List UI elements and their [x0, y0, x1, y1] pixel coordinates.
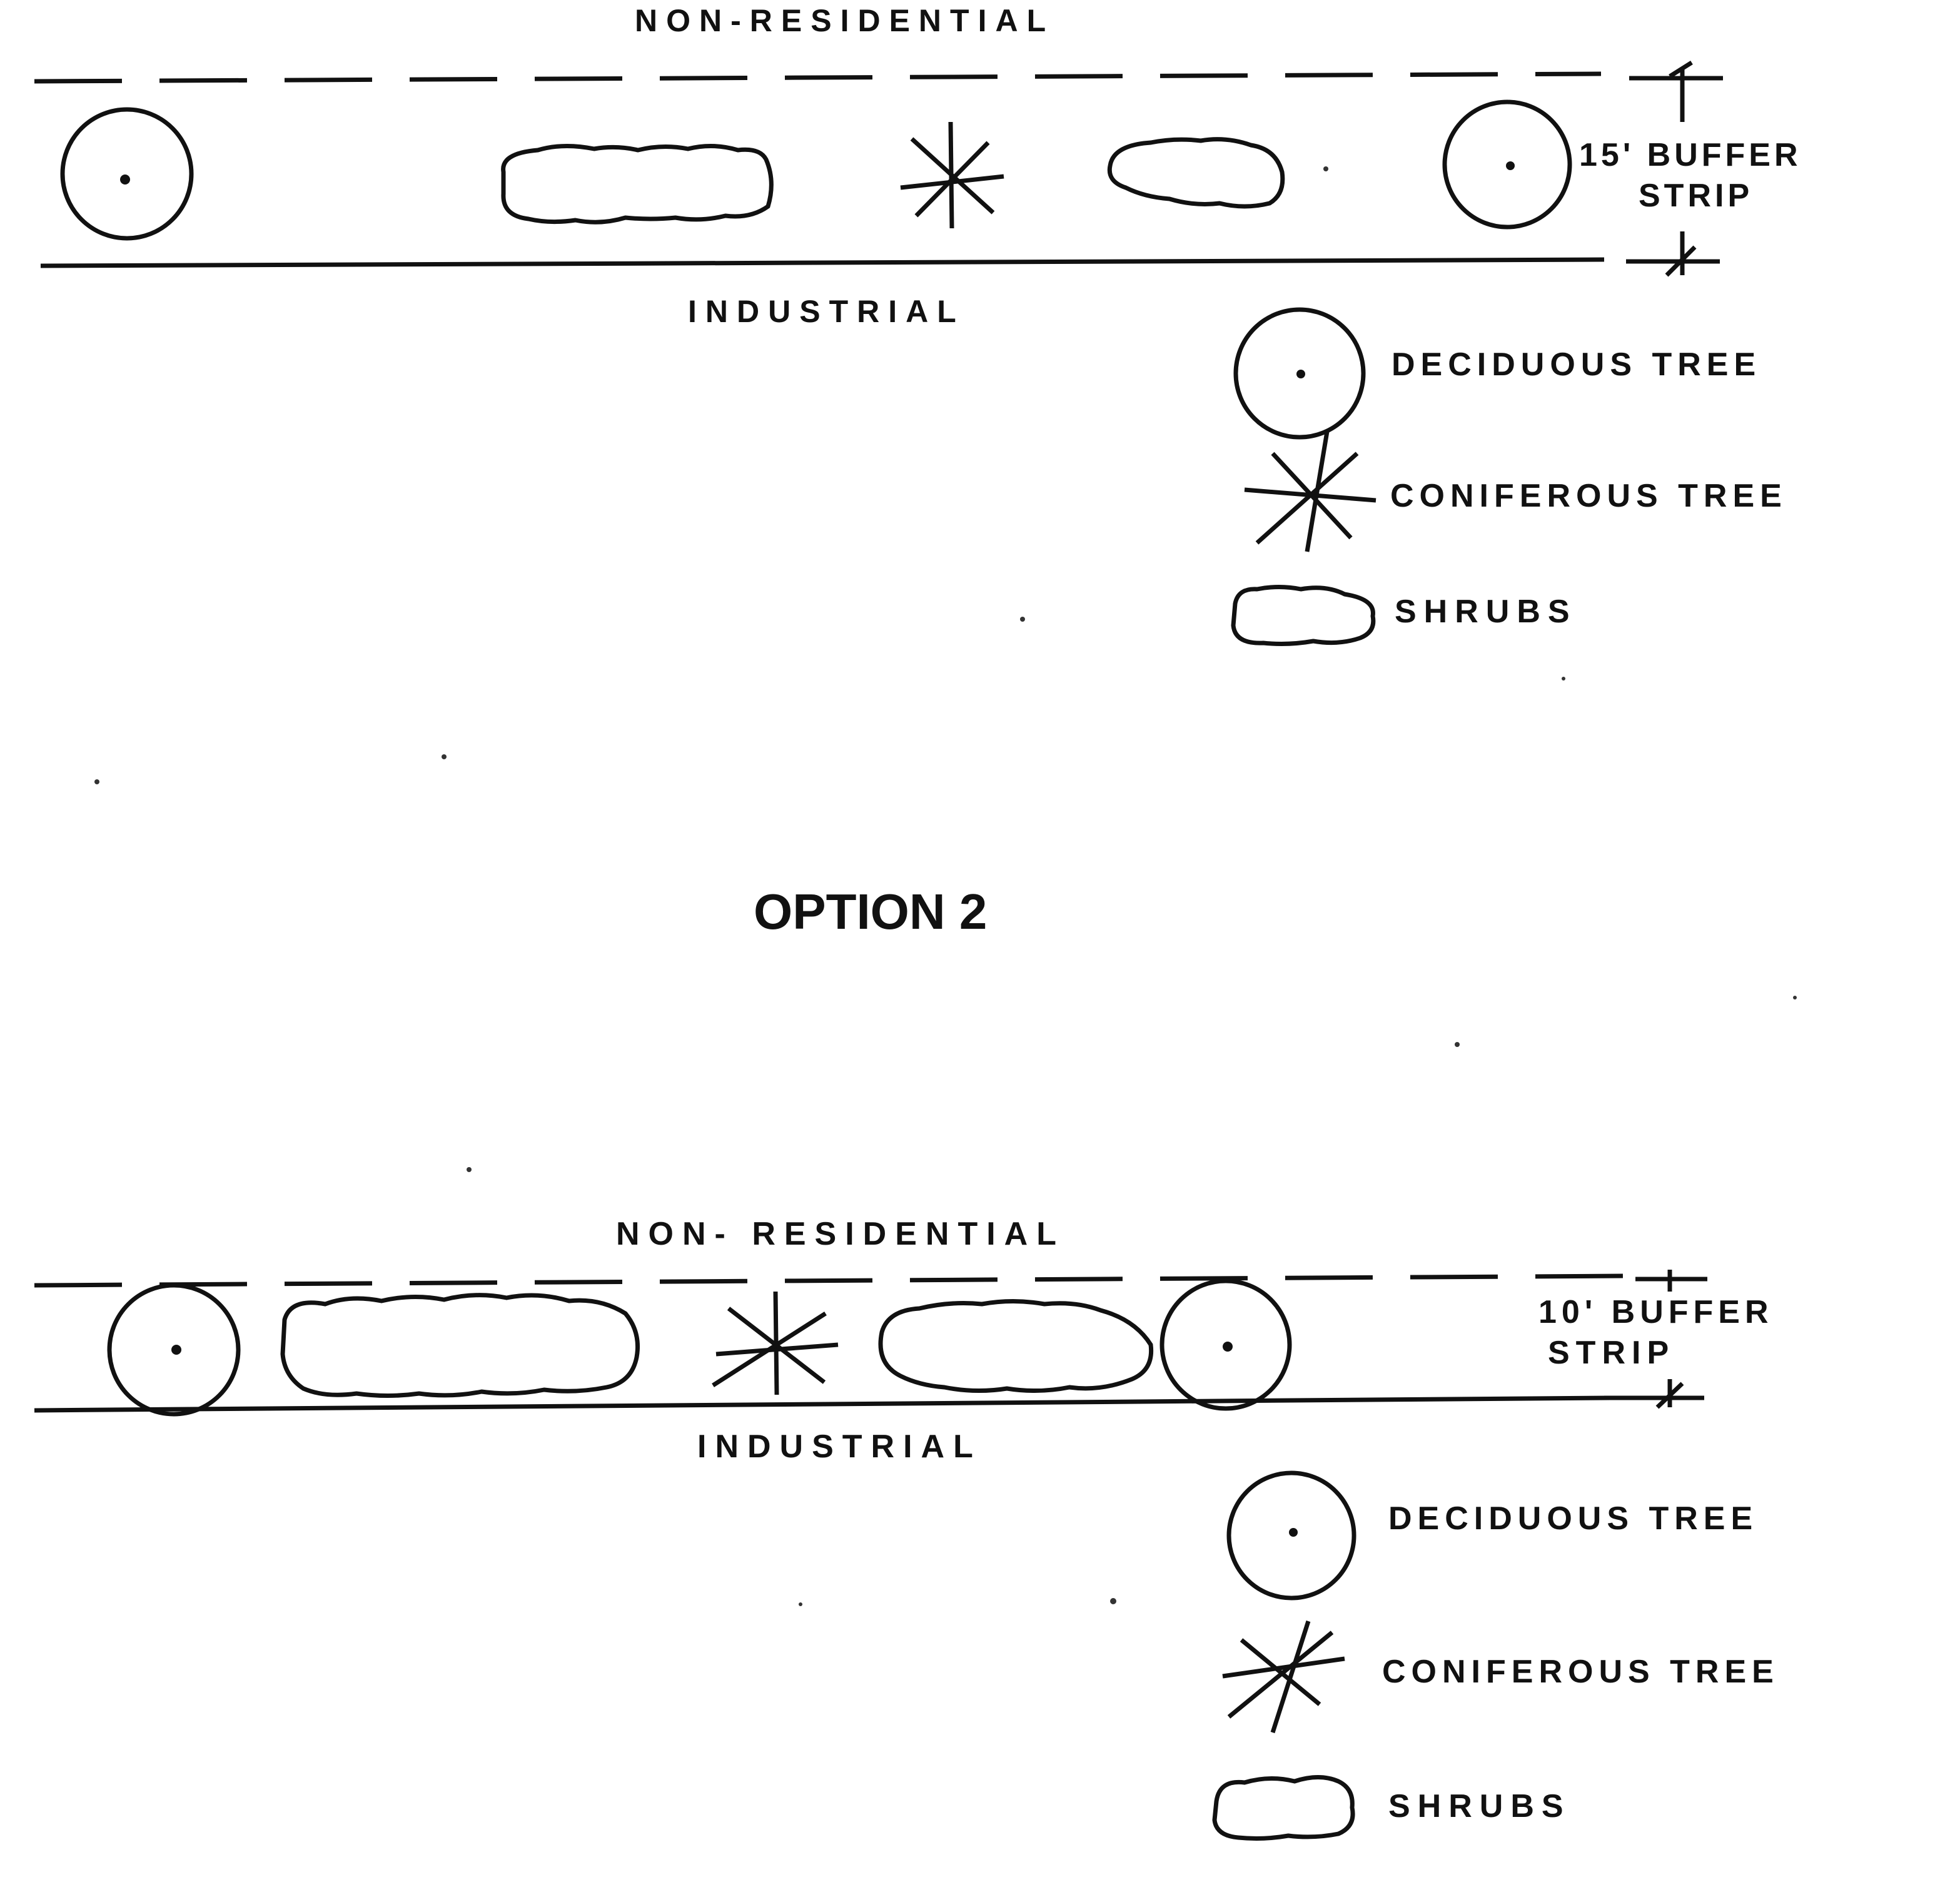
option1-buffer-label-line2: STRIP: [1639, 178, 1753, 214]
legend2-coniferous-label: CONIFEROUS TREE: [1382, 1654, 1779, 1690]
legend1-shrubs-label: SHRUBS: [1395, 594, 1577, 630]
option2-deciduous-tree-left: [107, 1283, 241, 1417]
option2-top-boundary-line: [34, 1273, 1627, 1288]
legend1-shrub-icon: [1231, 585, 1376, 646]
option2-bottom-label: INDUSTRIAL: [697, 1429, 982, 1465]
option1-buffer-dimension-marker: [1626, 61, 1723, 277]
legend1-deciduous-tree-icon: [1233, 307, 1366, 440]
option2-deciduous-tree-right: [1159, 1278, 1292, 1411]
option1-coniferous-tree: [900, 121, 1004, 229]
legend2-deciduous-tree-icon: [1226, 1470, 1356, 1601]
legend2-coniferous-tree-icon: [1222, 1620, 1345, 1734]
option2-shrub-left: [280, 1293, 640, 1398]
legend2-deciduous-label: DECIDUOUS TREE: [1388, 1500, 1758, 1537]
option2-coniferous-tree: [712, 1291, 839, 1395]
legend-2: DECIDUOUS TREE CONIFEROUS TREE SHRUBS: [1212, 1470, 1779, 1841]
option1-top-boundary-line: [34, 71, 1602, 84]
legend2-shrub-icon: [1212, 1775, 1355, 1841]
option1-strip: NON-RESIDENTIAL 15' BUFFER: [34, 3, 1802, 329]
legend2-shrubs-label: SHRUBS: [1388, 1788, 1571, 1824]
legend1-deciduous-label: DECIDUOUS TREE: [1392, 347, 1761, 383]
option1-deciduous-tree-left: [60, 107, 194, 241]
option1-deciduous-tree-right: [1442, 99, 1572, 230]
option2-bottom-boundary-line: [34, 1395, 1611, 1413]
option2-buffer-label-line2: STRIP: [1548, 1335, 1675, 1371]
option1-bottom-label: INDUSTRIAL: [688, 294, 965, 329]
option1-shrub-left: [501, 144, 774, 225]
option2-buffer-dimension-marker: [1604, 1270, 1707, 1409]
legend1-coniferous-tree-icon: [1244, 431, 1377, 552]
option1-shrub-right: [1107, 137, 1285, 209]
option2-heading: OPTION 2: [754, 884, 987, 939]
option1-buffer-label-line1: 15' BUFFER: [1579, 137, 1802, 173]
option2-buffer-label-line1: 10' BUFFER: [1538, 1294, 1774, 1330]
option2-shrub-right: [878, 1299, 1154, 1394]
option2-top-label: NON- RESIDENTIAL: [616, 1216, 1065, 1252]
option1-bottom-boundary-line: [40, 257, 1605, 268]
scan-speckles: [94, 166, 1797, 1606]
legend1-coniferous-label: CONIFEROUS TREE: [1390, 478, 1787, 514]
legend-1: DECIDUOUS TREE CONIFEROUS TREE SHRUBS: [1231, 307, 1787, 646]
option1-top-label: NON-RESIDENTIAL: [635, 3, 1054, 38]
option2-strip: NON- RESIDENTIAL 10' BUFFER STRIP: [34, 1216, 1774, 1465]
